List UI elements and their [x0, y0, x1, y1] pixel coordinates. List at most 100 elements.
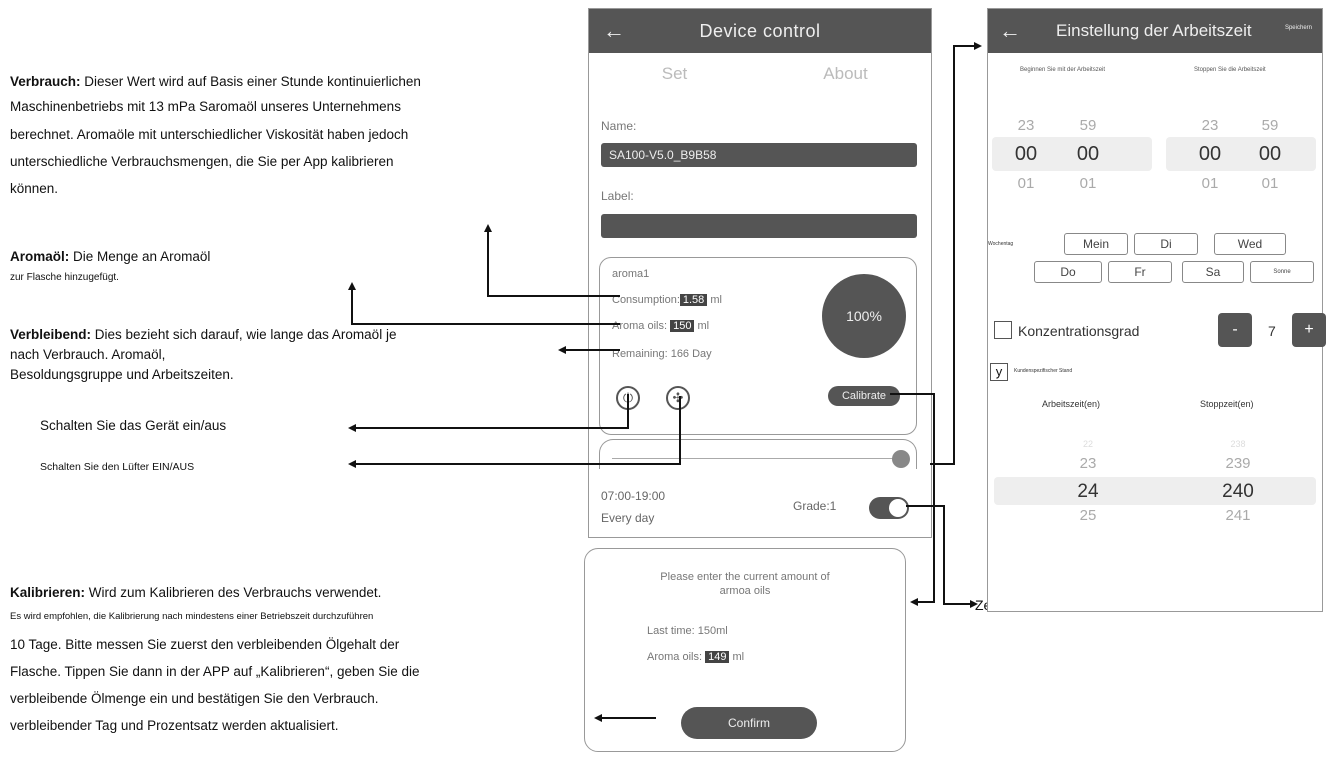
concentration-plus-button[interactable]: + — [1292, 313, 1326, 347]
popup-aroma-oils-row: Aroma oils: 149 ml — [647, 651, 744, 663]
stop-wheel-next[interactable]: 241 — [1225, 507, 1251, 524]
day-fri[interactable]: Fr — [1108, 261, 1172, 283]
slider-track[interactable] — [612, 458, 902, 459]
stop-wheel-selection — [1166, 137, 1316, 171]
aroma-card: aroma1 Consumption:1.58 ml Aroma oils: 1… — [599, 257, 917, 435]
day-sun[interactable]: Sonne — [1250, 261, 1314, 283]
consumption-annotation-line2: Maschinenbetriebs mit 13 mPa Saromaöl un… — [10, 99, 401, 114]
calibrate-annotation-small: Es wird empfohlen, die Kalibrierung nach… — [10, 611, 374, 622]
stop-minute-selected[interactable]: 00 — [1258, 143, 1282, 165]
work-wheel-selected[interactable]: 24 — [1077, 481, 1099, 502]
custom-checkbox[interactable]: y — [990, 363, 1008, 381]
save-button[interactable]: Speichern — [1284, 25, 1312, 31]
remaining-annotation: Verbleibend: Dies bezieht sich darauf, w… — [10, 325, 580, 385]
work-time-column: Arbeitszeit(en) — [1042, 399, 1101, 409]
stop-minute-next[interactable]: 01 — [1261, 175, 1279, 192]
device-control-header: ← Device control — [589, 9, 931, 53]
concentration-value: 7 — [1268, 323, 1276, 339]
consumption-unit: ml — [710, 294, 722, 306]
concentration-minus-button[interactable]: - — [1218, 313, 1252, 347]
device-control-tabs: Set About — [589, 53, 931, 95]
popup-prompt-line2: armoa oils — [719, 585, 771, 597]
aroma-oils-unit: ml — [697, 320, 710, 332]
toggle-knob — [889, 499, 907, 517]
device-control-title: Device control — [699, 20, 821, 41]
stop-time-label: Stoppen Sie die Arbeitszeit — [1194, 67, 1266, 73]
label-field[interactable] — [601, 214, 917, 238]
schedule-time: 07:00-19:00 — [601, 489, 666, 503]
slider-card — [599, 439, 917, 469]
stop-hour-prev[interactable]: 23 — [1201, 117, 1219, 134]
calibration-popup: Please enter the current amount of armoa… — [584, 548, 906, 752]
popup-aroma-oils-input[interactable]: 149 — [705, 651, 730, 663]
day-sat[interactable]: Sa — [1182, 261, 1244, 283]
calibrate-button[interactable]: Calibrate — [828, 386, 900, 406]
work-wheel-prev[interactable]: 23 — [1079, 455, 1097, 472]
popup-aroma-oils-label: Aroma oils: — [647, 651, 703, 663]
stop-hour-next[interactable]: 01 — [1201, 175, 1219, 192]
power-arrow — [348, 394, 629, 432]
stop-wheel-ghost[interactable]: 238 — [1230, 439, 1246, 449]
begin-hour-selected[interactable]: 00 — [1014, 143, 1038, 165]
day-mon[interactable]: Mein — [1064, 233, 1128, 255]
stop-wheel-selected[interactable]: 240 — [1222, 481, 1254, 502]
schedule-repeat: Every day — [601, 511, 655, 525]
day-thu[interactable]: Do — [1034, 261, 1102, 283]
remaining-annotation-line2: nach Verbrauch. Aromaöl, — [10, 347, 166, 362]
begin-hour-next[interactable]: 01 — [1017, 175, 1035, 192]
stop-wheel-prev[interactable]: 239 — [1225, 455, 1251, 472]
begin-minute-prev[interactable]: 59 — [1079, 117, 1097, 134]
work-wheel-ghost[interactable]: 22 — [1082, 439, 1093, 449]
consumption-annotation-line5: können. — [10, 181, 59, 196]
stop-time-column: Stoppzeit(en) — [1200, 399, 1254, 409]
aroma-oils-value[interactable]: 150 — [670, 320, 695, 332]
confirm-button[interactable]: Confirm — [681, 707, 817, 739]
popup-last-time: Last time: 150ml — [647, 625, 728, 637]
consumption-annotation: Verbrauch: Dieser Wert wird auf Basis ei… — [10, 69, 580, 201]
concentration-label: Konzentrationsgrad — [1018, 323, 1140, 339]
calibrate-annotation-line6: verbleibender Tag und Prozentsatz werden… — [10, 718, 339, 733]
consumption-label: Consumption: — [612, 294, 680, 306]
back-arrow-icon[interactable]: ← — [603, 18, 625, 43]
consumption-value[interactable]: 1.58 — [679, 294, 708, 306]
day-tue[interactable]: Di — [1134, 233, 1198, 255]
work-wheel-next[interactable]: 25 — [1079, 507, 1097, 524]
grade-label: Grade:1 — [793, 499, 837, 513]
label-label: Label: — [601, 189, 634, 203]
aroma-oils-row: Aroma oils: 150 ml — [612, 320, 709, 332]
fan-annotation: Schalten Sie den Lüfter EIN/AUS — [40, 461, 195, 473]
working-time-title: Einstellung der Arbeitszeit — [1056, 21, 1252, 40]
begin-wheel-selection — [992, 137, 1152, 171]
aroma-oil-annotation: Aromaöl: Die Menge an Aromaöl zur Flasch… — [10, 244, 310, 287]
begin-minute-selected[interactable]: 00 — [1076, 143, 1100, 165]
name-field[interactable]: SA100-V5.0_B9B58 — [601, 143, 917, 167]
aroma-oil-arrow — [348, 282, 620, 325]
begin-minute-next[interactable]: 01 — [1079, 175, 1097, 192]
weekday-label: Wochentag — [988, 241, 1014, 247]
consumption-annotation-line3: berechnet. Aromaöle mit unterschiedliche… — [10, 127, 409, 142]
stop-minute-prev[interactable]: 59 — [1261, 117, 1279, 134]
timer-toggle[interactable] — [869, 497, 909, 519]
percent-circle: 100% — [822, 274, 906, 358]
consumption-annotation-line1: Verbrauch: Dieser Wert wird auf Basis ei… — [10, 74, 421, 89]
slider-knob[interactable] — [892, 450, 910, 468]
concentration-checkbox[interactable] — [994, 321, 1012, 339]
custom-label: Kundenspezifischer Stand — [1014, 368, 1073, 374]
remaining-annotation-line3: Besoldungsgruppe und Arbeitszeiten. — [10, 367, 234, 382]
begin-hour-prev[interactable]: 23 — [1017, 117, 1035, 134]
consumption-row: Consumption:1.58 ml — [612, 294, 722, 306]
consumption-annotation-line4: unterschiedliche Verbrauchsmengen, die S… — [10, 154, 394, 169]
tab-set[interactable]: Set — [661, 64, 688, 83]
stop-hour-selected[interactable]: 00 — [1198, 143, 1222, 165]
tab-about[interactable]: About — [823, 64, 868, 83]
name-label: Name: — [601, 119, 637, 133]
calibrate-annotation: Kalibrieren: Wird zum Kalibrieren des Ve… — [10, 580, 590, 738]
aroma-name: aroma1 — [612, 268, 650, 280]
aroma-oil-annotation-line1: Aromaöl: Die Menge an Aromaöl — [10, 249, 211, 264]
remaining-annotation-line1: Verbleibend: Dies bezieht sich darauf, w… — [10, 327, 397, 342]
calibrate-annotation-line3: 10 Tage. Bitte messen Sie zuerst den ver… — [10, 637, 400, 652]
power-icon[interactable]: ⏻ — [616, 386, 640, 410]
day-wed[interactable]: Wed — [1214, 233, 1286, 255]
back-arrow-icon[interactable]: ← — [999, 18, 1021, 43]
fan-icon[interactable]: ✣ — [666, 386, 690, 410]
